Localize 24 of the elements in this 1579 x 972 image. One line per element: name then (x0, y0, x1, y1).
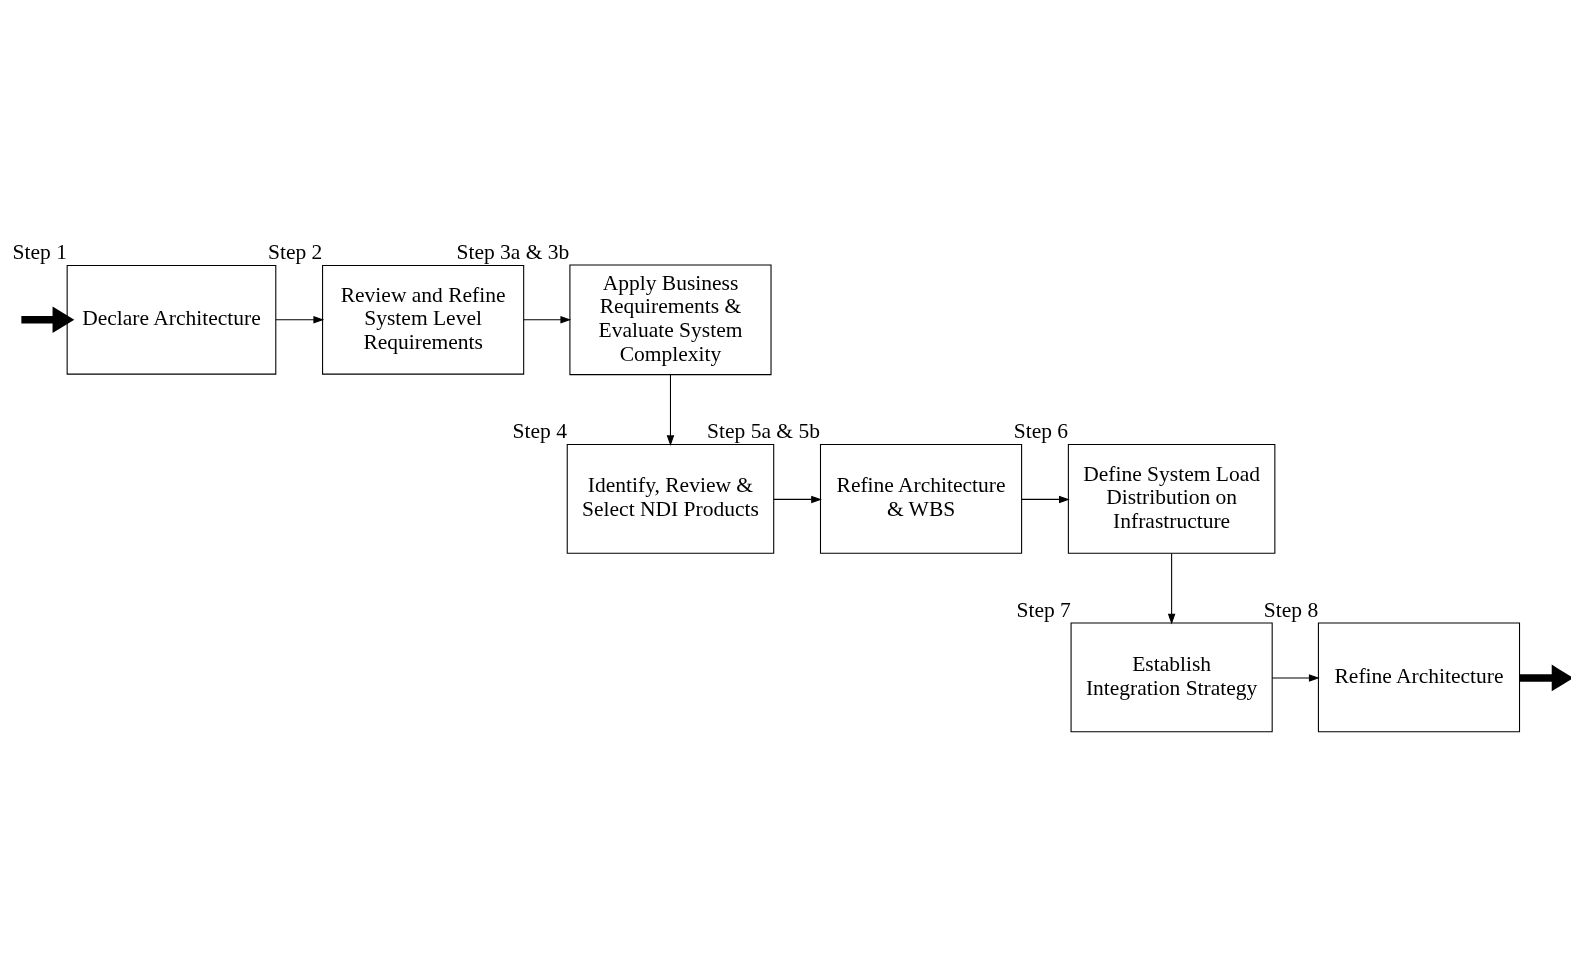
node-box: Review and Refine System Level Requirements (322, 264, 525, 375)
arrow (1519, 664, 1571, 691)
node-label: Step 6 (1013, 418, 1069, 443)
node-label: Step 8 (1263, 597, 1319, 622)
node-label: Step 7 (1016, 597, 1071, 622)
node-label: Step 5a & 5b (707, 418, 820, 443)
arrow (1167, 552, 1176, 625)
node-box: Refine Architecture (1317, 622, 1521, 732)
node-label: Step 2 (267, 239, 323, 264)
arrow (1021, 495, 1070, 503)
node-box: Declare Architecture (66, 264, 277, 375)
node-box: Apply Business Requirements & Evaluate System Complexity (569, 263, 772, 375)
node-label: Step 4 (512, 418, 567, 443)
node-label: Step 1 (12, 239, 67, 264)
arrow (666, 373, 675, 446)
node-label: Step 3a & 3b (456, 239, 570, 264)
node-box: Refine Architecture & WBS (819, 443, 1023, 554)
arrow (773, 495, 822, 503)
arrow (1271, 673, 1320, 682)
arrow (275, 315, 325, 324)
arrow (523, 315, 572, 324)
node-box: Define System Load Distribution on Infrastructure (1067, 443, 1276, 554)
node-box: Identify, Review & Select NDI Products (566, 443, 775, 554)
node-box: Establish Integration Strategy (1070, 622, 1273, 732)
